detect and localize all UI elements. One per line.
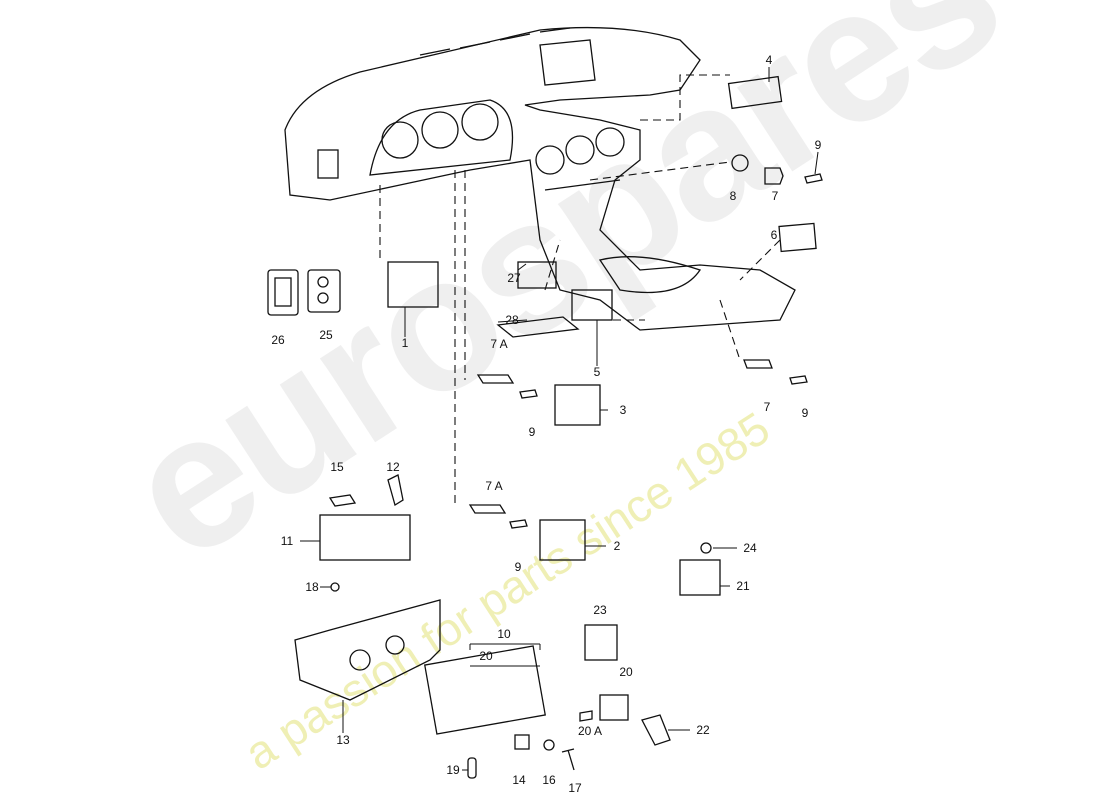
callout-label-16: 16: [542, 773, 556, 787]
leader-lines: [379, 74, 781, 505]
callout-label-12: 12: [386, 460, 400, 474]
callout-label-14: 14: [512, 773, 526, 787]
callout-label-20: 20: [619, 665, 633, 679]
callout-label-23: 23: [593, 603, 607, 617]
callout-label-9: 9: [528, 425, 536, 439]
callout-label-24: 24: [743, 541, 757, 555]
callout-label-2: 2: [613, 539, 621, 553]
parts: [267, 75, 823, 779]
callout-lines: [300, 67, 819, 771]
callout-label-28: 28: [505, 313, 519, 327]
callout-label-4: 4: [765, 53, 773, 67]
callout-label-7a: 7 A: [485, 479, 503, 493]
callout-label-7: 7: [763, 400, 771, 414]
callout-label-9: 9: [514, 560, 522, 574]
callout-label-18: 18: [305, 580, 319, 594]
callout-label-25: 25: [319, 328, 333, 342]
callout-label-26: 26: [271, 333, 285, 347]
callout-label-8: 8: [729, 189, 737, 203]
callout-label-19: 19: [446, 763, 460, 777]
callout-label-3: 3: [619, 403, 627, 417]
callout-label-20a: 20 A: [577, 724, 603, 738]
callout-label-7a: 7 A: [490, 337, 508, 351]
callout-label-1: 1: [401, 336, 409, 350]
callout-label-10: 10: [497, 627, 511, 641]
callout-label-20: 20: [479, 649, 493, 663]
callout-label-6: 6: [770, 228, 778, 242]
callout-label-5: 5: [593, 365, 601, 379]
callout-label-21: 21: [736, 579, 750, 593]
callout-label-11: 11: [280, 534, 294, 548]
callout-label-17: 17: [568, 781, 582, 795]
callout-label-22: 22: [696, 723, 710, 737]
callout-label-7: 7: [771, 189, 779, 203]
callout-label-15: 15: [330, 460, 344, 474]
callout-label-13: 13: [336, 733, 350, 747]
callout-label-9: 9: [814, 138, 822, 152]
dashboard-outline: [284, 26, 796, 331]
callout-label-9: 9: [801, 406, 809, 420]
callout-label-27: 27: [507, 271, 521, 285]
